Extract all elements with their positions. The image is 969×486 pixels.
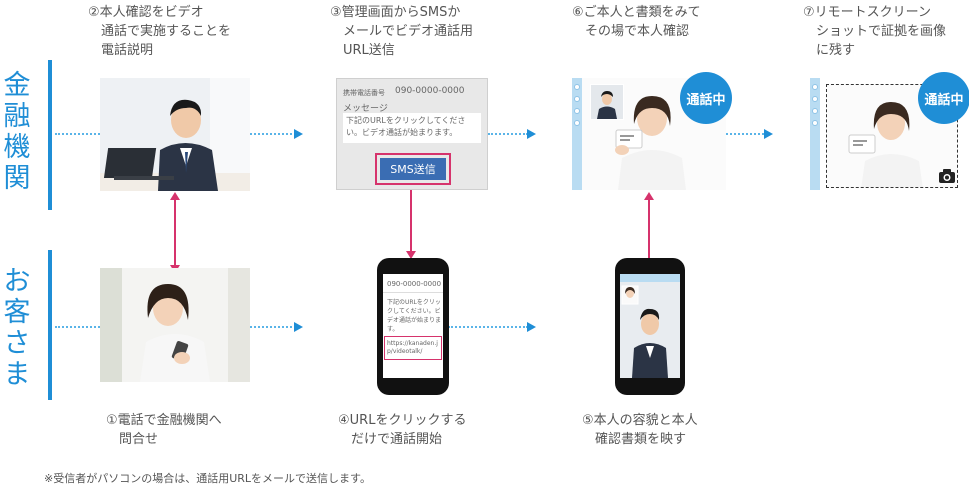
phone-number-display: 090-0000-0000 (387, 280, 442, 288)
sidebar-dot (574, 108, 580, 114)
flow-arrow-icon (294, 129, 303, 139)
video-call-url-link[interactable]: https://kanaden.jp/videotalk/ (387, 340, 438, 355)
row-label-customer: お客さま (3, 266, 31, 390)
flow-line-bank (55, 133, 100, 135)
video-phone-screen (620, 274, 680, 378)
phone-message-text: 下記のURLをクリックしてください。ビデオ通話が始まります。 (387, 299, 442, 333)
sidebar-dot (574, 84, 580, 90)
sidebar-dot (574, 96, 580, 102)
calling-badge-capture: 通話中 (918, 72, 969, 124)
step-5-caption: ⑤本人の容貌と本人 確認書類を映す (582, 413, 698, 447)
video-phone-header (620, 274, 680, 282)
admin-message-text: 下記のURLをクリックしてください。ビデオ通話が始まります。 (346, 116, 466, 137)
connector-up-arrow-icon (170, 192, 180, 200)
url-highlight (384, 336, 442, 360)
capture-sidebar (810, 78, 820, 190)
phone-divider (383, 292, 443, 293)
flow-line-bank (726, 133, 764, 135)
operator-photo (100, 78, 250, 191)
operator-thumbnail (590, 84, 624, 120)
step-6-caption: ⑥ご本人と書類をみて その場で本人確認 (572, 5, 701, 39)
flow-line-customer (55, 326, 100, 328)
video-sidebar (572, 78, 582, 190)
flow-arrow-icon (527, 322, 536, 332)
row-bar-bank (48, 60, 52, 210)
video-operator-view (620, 282, 680, 378)
flow-arrow-icon (527, 129, 536, 139)
connector-sms (410, 186, 412, 252)
flow-arrow-icon (764, 129, 773, 139)
flow-line-bank (488, 133, 528, 135)
sms-send-highlight (375, 153, 451, 185)
flow-line-bank (250, 133, 296, 135)
step-4-caption: ④URLをクリックする だけで通話開始 (338, 413, 467, 447)
sidebar-dot (812, 84, 818, 90)
admin-phone-label: 携帯電話番号 (343, 89, 385, 97)
sidebar-dot (574, 120, 580, 126)
connector-video (648, 198, 650, 260)
customer-smartphone: 090-0000-0000 下記のURLをクリックしてください。ビデオ通話が始ま… (377, 258, 449, 395)
flow-line-customer (250, 326, 296, 328)
connector-call (174, 198, 176, 266)
sidebar-dot (812, 96, 818, 102)
sidebar-dot (812, 120, 818, 126)
sidebar-dot (812, 108, 818, 114)
row-bar-customer (48, 250, 52, 400)
customer-video-smartphone (615, 258, 685, 395)
flow-line-customer (448, 326, 528, 328)
admin-message-box: 下記のURLをクリックしてください。ビデオ通話が始まります。 (343, 113, 481, 143)
sms-send-button[interactable]: SMS送信 (380, 158, 446, 180)
step-1-caption: ①電話で金融機関へ 問合せ (106, 413, 222, 447)
phone-screen: 090-0000-0000 下記のURLをクリックしてください。ビデオ通話が始ま… (383, 274, 443, 378)
step-2-caption: ②本人確認をビデオ 通話で実施することを 電話説明 (88, 5, 232, 58)
admin-message-label: メッセージ (343, 104, 388, 114)
customer-phone-photo (100, 268, 250, 382)
connector-down-arrow-icon (406, 251, 416, 259)
step-3-caption: ③管理画面からSMSか メールでビデオ通話用 URL送信 (330, 5, 474, 58)
admin-panel: 携帯電話番号 090-0000-0000 メッセージ 下記のURLをクリックして… (336, 78, 488, 190)
flow-arrow-icon (294, 322, 303, 332)
calling-badge: 通話中 (680, 72, 732, 124)
step-7-caption: ⑦リモートスクリーン ショットで証拠を画像 に残す (803, 5, 947, 58)
connector-up-arrow-icon (644, 192, 654, 200)
row-label-bank: 金融機関 (3, 70, 31, 194)
admin-phone-number: 090-0000-0000 (395, 86, 465, 96)
screenshot-capture-photo (826, 84, 958, 188)
footnote: ※受信者がパソコンの場合は、通話用URLをメールで送信します。 (44, 472, 371, 485)
camera-icon[interactable] (938, 168, 956, 184)
